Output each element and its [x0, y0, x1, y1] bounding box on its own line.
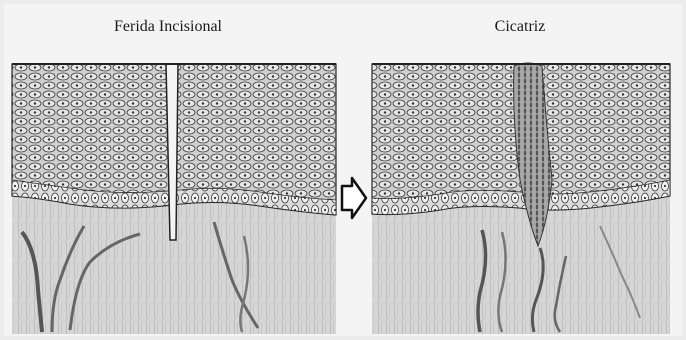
right-arrow-icon: [342, 178, 366, 218]
right-panel: [372, 63, 670, 334]
left-panel: [12, 64, 336, 334]
